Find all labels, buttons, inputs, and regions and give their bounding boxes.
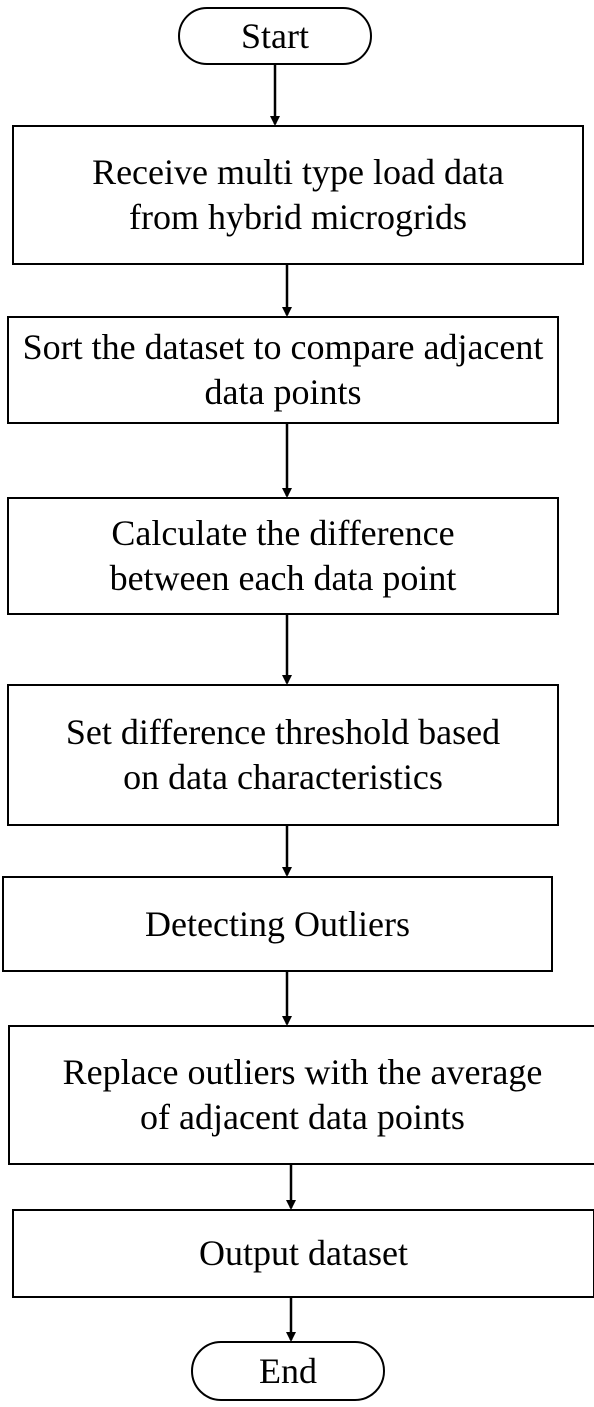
step-calculate-difference: Calculate the difference between each da… xyxy=(7,497,559,615)
step-receive-load-data: Receive multi type load data from hybrid… xyxy=(12,125,584,265)
step-label: Replace outliers with the average of adj… xyxy=(62,1052,543,1137)
step-label: Detecting Outliers xyxy=(145,903,410,944)
step-label: Sort the dataset to compare adjacent dat… xyxy=(22,327,544,412)
step-label: Receive multi type load data from hybrid… xyxy=(92,152,504,237)
end-terminal: End xyxy=(191,1341,385,1401)
step-label: Set difference threshold based on data c… xyxy=(65,712,501,797)
end-label: End xyxy=(259,1350,317,1391)
start-label: Start xyxy=(241,15,309,56)
step-output-dataset: Output dataset xyxy=(12,1209,594,1298)
step-label: Calculate the difference between each da… xyxy=(109,513,457,598)
step-sort-dataset: Sort the dataset to compare adjacent dat… xyxy=(7,316,559,424)
step-set-threshold: Set difference threshold based on data c… xyxy=(7,684,559,826)
step-detecting-outliers: Detecting Outliers xyxy=(2,876,553,972)
step-replace-outliers: Replace outliers with the average of adj… xyxy=(8,1025,594,1165)
step-label: Output dataset xyxy=(199,1233,408,1273)
start-terminal: Start xyxy=(178,7,372,65)
